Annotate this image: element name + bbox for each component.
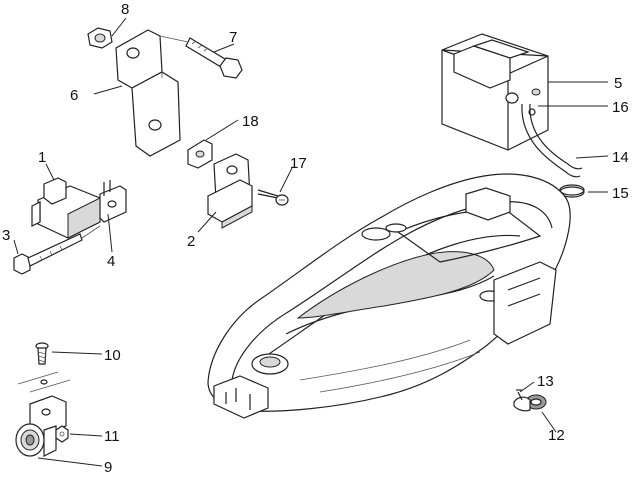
small-screw-part — [17, 342, 71, 393]
leader-lines — [13, 17, 609, 467]
callout-16: 16 — [612, 99, 629, 116]
callout-17: 17 — [290, 155, 307, 172]
callout-10: 10 — [104, 347, 121, 364]
screw-part — [257, 189, 289, 206]
nut-part — [87, 27, 113, 49]
long-bolt-part — [13, 225, 101, 275]
callout-8: 8 — [121, 1, 129, 18]
battery-breather-tube — [521, 103, 583, 178]
relay-part — [31, 177, 101, 239]
callout-11: 11 — [104, 428, 120, 445]
callout-6: 6 — [70, 87, 78, 104]
callout-15: 15 — [612, 185, 629, 202]
bolt-part — [159, 35, 243, 79]
mounting-bracket-part — [115, 29, 181, 157]
callout-5: 5 — [614, 75, 622, 92]
storage-compartment-part — [207, 173, 571, 419]
battery-part — [441, 33, 549, 151]
relay-bracket-part — [99, 180, 127, 223]
lock-part — [15, 395, 67, 457]
flasher-relay-part — [207, 153, 253, 229]
callout-1: 1 — [38, 149, 46, 166]
callout-14: 14 — [612, 149, 629, 166]
callout-7: 7 — [229, 29, 237, 46]
lock-nut-part — [55, 425, 69, 443]
grommet-screw-part — [516, 389, 523, 401]
grommet-part — [513, 394, 547, 412]
callout-18: 18 — [242, 113, 259, 130]
callout-9: 9 — [104, 459, 112, 476]
callout-3: 3 — [2, 227, 10, 244]
callout-4: 4 — [107, 253, 115, 270]
callout-2: 2 — [187, 233, 195, 250]
clip-part — [187, 139, 213, 169]
callout-13: 13 — [537, 373, 554, 390]
hose-clamp-part — [528, 108, 536, 116]
callout-12: 12 — [548, 427, 565, 444]
